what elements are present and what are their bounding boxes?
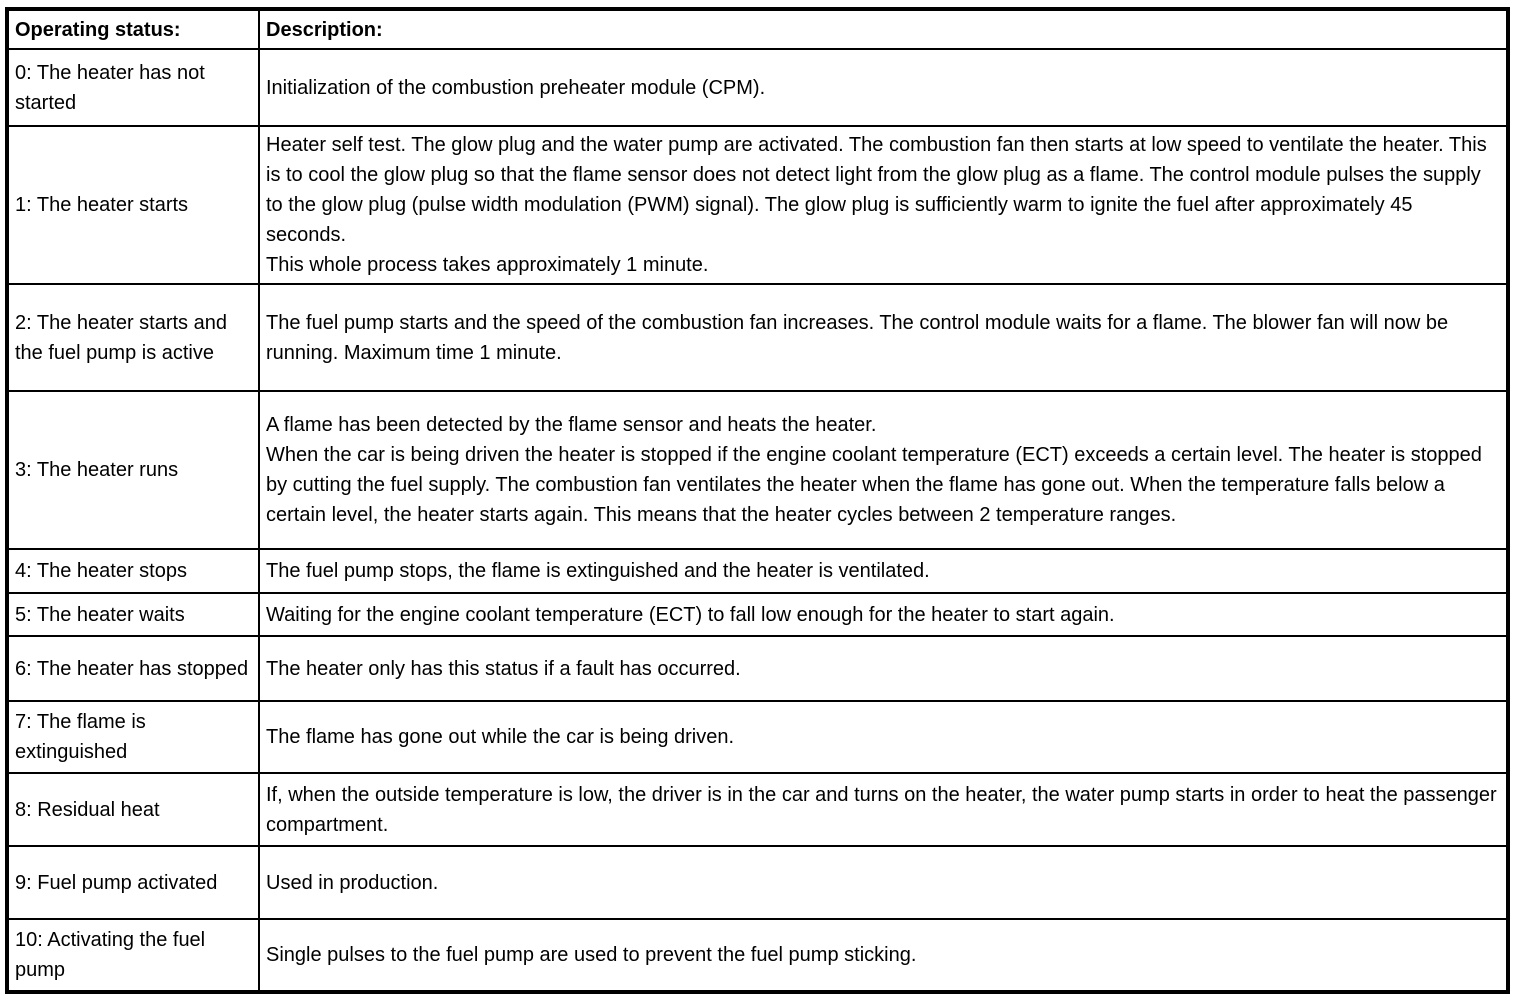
description-cell: The heater only has this status if a fau… — [258, 635, 1509, 702]
description-cell: Used in production. — [258, 845, 1509, 920]
table-row: 9: Fuel pump activated Used in productio… — [6, 845, 1509, 920]
table-row: 8: Residual heat If, when the outside te… — [6, 772, 1509, 847]
status-cell: 4: The heater stops — [6, 548, 260, 594]
status-cell: 1: The heater starts — [6, 125, 260, 285]
table-row: 0: The heater has not started Initializa… — [6, 48, 1509, 127]
status-cell: 5: The heater waits — [6, 592, 260, 637]
status-cell: 3: The heater runs — [6, 390, 260, 550]
table-row: 6: The heater has stopped The heater onl… — [6, 635, 1509, 702]
status-cell: 7: The flame is extinguished — [6, 700, 260, 774]
description-cell: If, when the outside temperature is low,… — [258, 772, 1509, 847]
table-header-row: Operating status: Description: — [6, 8, 1509, 50]
description-cell: Waiting for the engine coolant temperatu… — [258, 592, 1509, 637]
status-cell: 2: The heater starts and the fuel pump i… — [6, 283, 260, 392]
status-cell: 9: Fuel pump activated — [6, 845, 260, 920]
operating-status-table: Operating status: Description: 0: The he… — [5, 7, 1510, 994]
column-header-description: Description: — [258, 8, 1509, 50]
table-row: 10: Activating the fuel pump Single puls… — [6, 918, 1509, 993]
table-row: 7: The flame is extinguished The flame h… — [6, 700, 1509, 774]
status-cell: 8: Residual heat — [6, 772, 260, 847]
description-cell: The fuel pump stops, the flame is exting… — [258, 548, 1509, 594]
table-row: 3: The heater runs A flame has been dete… — [6, 390, 1509, 550]
status-cell: 0: The heater has not started — [6, 48, 260, 127]
table-row: 4: The heater stops The fuel pump stops,… — [6, 548, 1509, 594]
table-row: 5: The heater waits Waiting for the engi… — [6, 592, 1509, 637]
table-row: 1: The heater starts Heater self test. T… — [6, 125, 1509, 285]
table-row: 2: The heater starts and the fuel pump i… — [6, 283, 1509, 392]
description-cell: The flame has gone out while the car is … — [258, 700, 1509, 774]
description-cell: Single pulses to the fuel pump are used … — [258, 918, 1509, 993]
description-cell: A flame has been detected by the flame s… — [258, 390, 1509, 550]
column-header-operating-status: Operating status: — [6, 8, 260, 50]
description-cell: The fuel pump starts and the speed of th… — [258, 283, 1509, 392]
status-cell: 10: Activating the fuel pump — [6, 918, 260, 993]
description-cell: Heater self test. The glow plug and the … — [258, 125, 1509, 285]
description-cell: Initialization of the combustion preheat… — [258, 48, 1509, 127]
status-cell: 6: The heater has stopped — [6, 635, 260, 702]
